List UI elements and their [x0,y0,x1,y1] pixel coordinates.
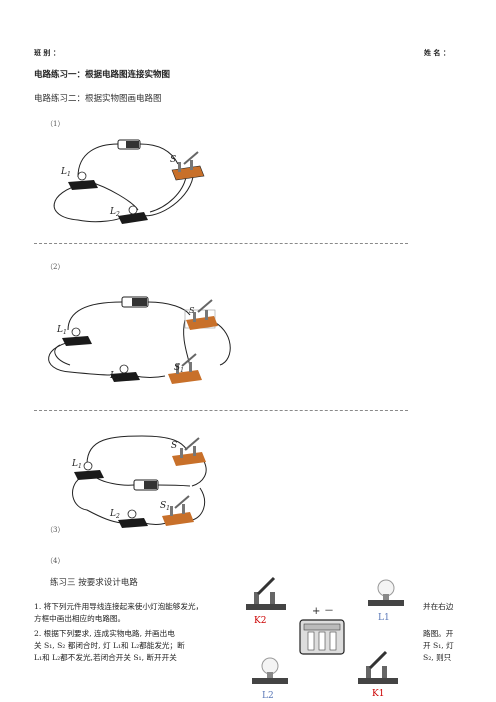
battery [117,139,141,150]
k1-label: K1 [372,689,384,699]
svg-text:L1: L1 [60,167,71,178]
svg-text:S: S [171,441,177,451]
q2-text-line3: L₁和 L₂都不发光,若闭合开关 S₁, 断开开关 [34,653,177,662]
lamp-l2-component: L2 [252,657,288,701]
class-label: 班 别 ： [34,49,60,57]
exercise2-title: 电路练习二：根据实物图画电路图 [34,94,162,104]
l1-component-label: L1 [378,613,390,623]
q1-text-line2: 方框中画出相应的电路图。 [34,614,126,623]
circuit-2-diagram: L1 L2 S S1 [48,296,231,384]
lamp-l2-2 [110,364,140,382]
svg-text:S1: S1 [160,501,170,512]
svg-text:+: + [312,606,320,617]
lamp-l2 [118,205,148,224]
problem-1-label: （1） [46,120,65,128]
q2-text-line2: 关 S₁, S₂ 都闭合时, 灯 L₁和 L₂都能发光；断 [34,641,185,650]
divider-2 [34,410,408,411]
l2-component-label: L2 [262,691,274,701]
exercise1-title: 电路练习一：根据电路图连接实物图 [34,70,171,80]
switch-s-3 [172,437,206,466]
l2-label: L [109,207,116,217]
k2-label: K2 [254,616,266,626]
divider-1 [34,243,408,244]
svg-text:L2: L2 [109,207,120,218]
lamp-l1-3 [74,461,104,480]
svg-text:S: S [189,306,195,315]
exercise3-title: 练习三 按要求设计电路 [50,578,138,588]
circuit-3-diagram: L1 S L2 S1 [71,435,207,528]
circuit-1-diagram: L1 L2 S [53,139,205,224]
battery-2 [121,296,149,308]
k2-switch: K2 [246,576,286,626]
s-label: S [170,155,176,165]
name-label: 姓 名 ： [424,49,450,57]
svg-text:S1: S1 [174,363,184,374]
q1-text-right: 并在右边 [423,602,454,611]
problem-4-label: （4） [46,557,65,565]
l1-label: L [60,167,67,177]
switch-s [171,151,205,181]
svg-text:L1: L1 [71,459,82,470]
lamp-l2-3 [118,509,148,528]
k1-switch: K1 [358,650,398,699]
q2-text-right3: S₂, 则只 [423,653,452,662]
lamp-l1 [68,171,98,190]
svg-text:L2: L2 [109,509,120,520]
lamp-l1-component: L1 [368,579,404,623]
svg-text:－: － [324,606,334,617]
q1-text-line1: 1. 将下列元件用导线连接起来使小灯泡能够发光， [34,602,204,611]
q2-text-right2: 开 S₁, 灯 [423,641,454,650]
svg-text:L1: L1 [56,325,67,336]
battery-box: + － [299,606,345,655]
switch-s1-2 [168,353,202,384]
problem-2-label: （2） [46,263,65,271]
lamp-l1-2 [62,327,92,346]
switch-s-2 [184,299,218,330]
q2-text-line1: 2. 根据下列要求, 连成实物电路, 并画出电 [34,629,175,638]
switch-s1-3 [162,495,194,526]
components-figure: K2 + － L1 L2 K1 [246,576,404,701]
problem-3-label: （3） [46,526,65,534]
battery-3 [133,479,159,491]
svg-text:L2: L2 [109,371,120,382]
q2-text-right1: 路图。开 [423,629,454,638]
